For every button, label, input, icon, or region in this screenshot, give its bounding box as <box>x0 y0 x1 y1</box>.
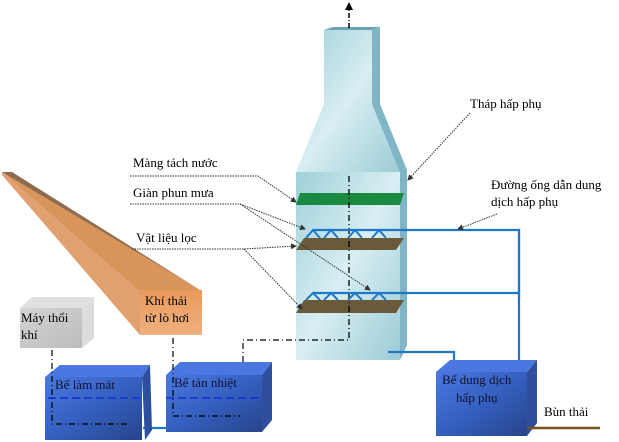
flue-gas-duct <box>2 172 202 335</box>
label-tower: Tháp hấp phụ <box>470 96 542 111</box>
label-sludge: Bùn thải <box>544 404 589 419</box>
exhaust-arrow-icon <box>345 2 353 10</box>
label-blower-line2: khí <box>21 327 38 342</box>
label-spray-nozzles: Giàn phun mưa <box>133 185 214 200</box>
label-solution-pipe-line1: Đường ống dẫn dung <box>491 177 602 192</box>
label-mist-eliminator: Màng tách nước <box>133 155 218 170</box>
absorbent-solution-tank <box>436 360 537 436</box>
label-flue-gas-line1: Khí thải <box>145 293 188 308</box>
label-filter-media: Vật liệu lọc <box>136 230 197 245</box>
label-cooling-tank: Bể làm mát <box>55 377 115 392</box>
label-flue-gas-line2: từ lò hơi <box>145 310 190 325</box>
blower-box <box>20 297 94 348</box>
filter-media-plate-upper <box>296 238 404 250</box>
label-blower-line1: Máy thổi <box>21 310 69 325</box>
label-absorbent-tank-line2: hấp phụ <box>456 390 498 405</box>
label-solution-pipe-line2: dịch hấp phụ <box>491 194 559 209</box>
label-absorbent-tank-line1: Bể dung dịch <box>442 372 512 387</box>
cooling-tank <box>45 365 152 440</box>
heat-dissipation-tank <box>166 362 272 432</box>
leader-lines <box>130 112 498 310</box>
filter-media-plate-lower <box>296 300 404 313</box>
gas-path-lines <box>51 338 349 425</box>
spray-nozzle-icons <box>305 228 387 301</box>
label-heat-tank: Bể tản nhiệt <box>174 375 237 390</box>
mist-eliminator-plate <box>296 193 404 205</box>
